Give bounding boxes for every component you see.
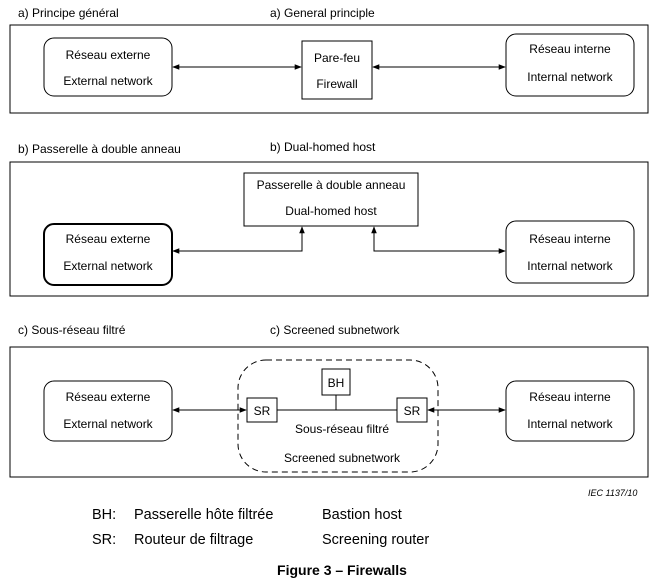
panel-c-external-en: External network	[63, 417, 153, 431]
figure-caption: Figure 3 – Firewalls	[277, 562, 407, 578]
iec-reference: IEC 1137/10	[588, 488, 637, 498]
panel-c-subnet-fr: Sous-réseau filtré	[295, 422, 389, 436]
panel-c-right-router-box	[396, 397, 428, 423]
panel-c-screened-subnet-boundary	[237, 359, 439, 473]
panel-c-left-router-label: SR	[254, 404, 271, 418]
panel-c-external-network-box	[43, 380, 173, 442]
panel-b-label-fr: b) Passerelle à double anneau	[18, 142, 181, 156]
panel-a-frame	[9, 24, 649, 114]
panel-b-host-fr: Passerelle à double anneau	[257, 178, 406, 192]
panel-c-internal-network-box	[505, 380, 635, 442]
panel-b-external-en: External network	[63, 259, 153, 273]
panel-b-arrow-host-internal	[371, 226, 506, 254]
panel-b-arrow-external-host	[172, 226, 305, 254]
panel-a-internal-en: Internal network	[527, 70, 613, 84]
panel-a-external-fr: Réseau externe	[66, 48, 151, 62]
panel-c-right-router-label: SR	[404, 404, 421, 418]
panel-c-bastion-label: BH	[328, 376, 345, 390]
panel-a-label-en: a) General principle	[270, 6, 375, 20]
legend-bh-abbr: BH:	[92, 507, 116, 523]
panel-a-internal-network-box	[505, 33, 635, 97]
panel-c-label-en: c) Screened subnetwork	[270, 323, 400, 337]
panel-b-external-network-box	[43, 223, 173, 286]
panel-c-internal-en: Internal network	[527, 417, 613, 431]
panel-b-frame	[9, 161, 649, 297]
panel-b-host-en: Dual-homed host	[285, 204, 377, 218]
panel-c-external-fr: Réseau externe	[66, 390, 151, 404]
panel-a-external-network-box	[43, 37, 173, 97]
legend-sr-abbr: SR:	[92, 532, 116, 548]
legend-bh-fr: Passerelle hôte filtrée	[134, 507, 273, 523]
panel-c-subnet-en: Screened subnetwork	[284, 451, 401, 465]
panel-b-label-en: b) Dual-homed host	[270, 140, 376, 154]
panel-a-internal-fr: Réseau interne	[529, 42, 611, 56]
legend-sr-en: Screening router	[322, 532, 429, 548]
panel-b-external-fr: Réseau externe	[66, 232, 151, 246]
panel-b-internal-fr: Réseau interne	[529, 232, 611, 246]
panel-a-firewall-box	[301, 40, 373, 100]
panel-a-label-fr: a) Principe général	[18, 6, 119, 20]
panel-a-firewall-fr: Pare-feu	[314, 51, 360, 65]
legend-bh-en: Bastion host	[322, 507, 402, 523]
panel-c-left-router-box	[246, 397, 278, 423]
panel-b-dual-homed-host-box	[243, 172, 419, 227]
panel-c-label-fr: c) Sous-réseau filtré	[18, 323, 126, 337]
panel-b-internal-network-box	[505, 220, 635, 284]
panel-a-external-en: External network	[63, 74, 153, 88]
panel-c-internal-fr: Réseau interne	[529, 390, 611, 404]
panel-c-frame	[9, 346, 649, 478]
panel-b-internal-en: Internal network	[527, 259, 613, 273]
panel-a-firewall-en: Firewall	[316, 77, 357, 91]
legend-sr-fr: Routeur de filtrage	[134, 532, 253, 548]
